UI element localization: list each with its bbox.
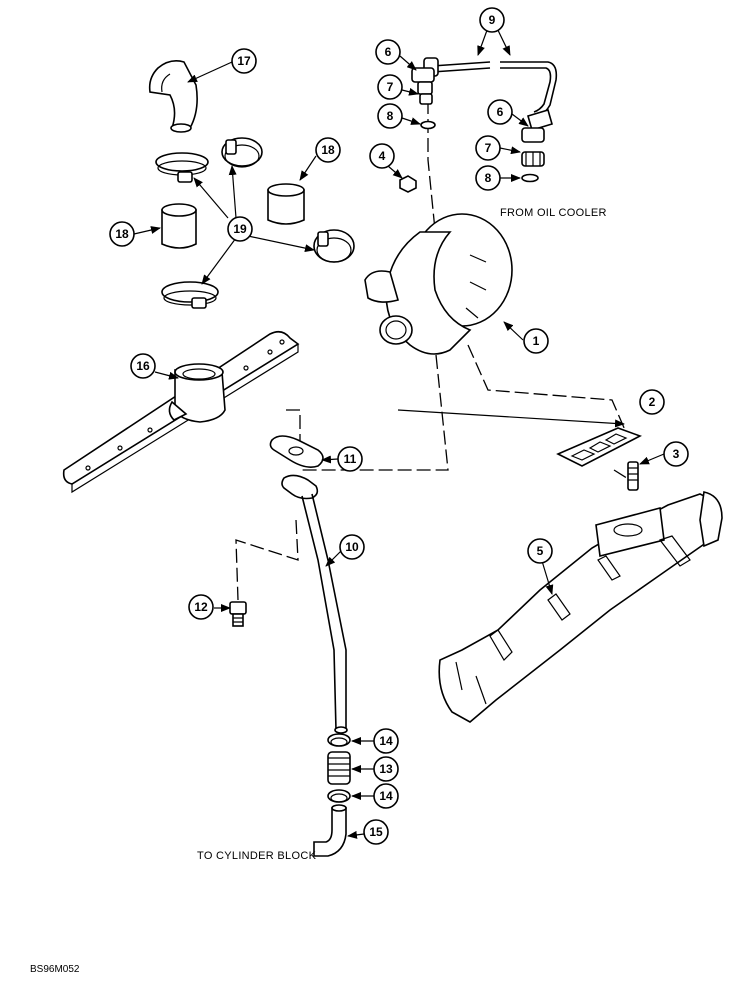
note-from-oil-cooler: FROM OIL COOLER <box>500 207 607 219</box>
elbow-tube-item-15 <box>313 804 347 857</box>
hose-item-13 <box>327 751 351 785</box>
svg-text:16: 16 <box>136 359 150 373</box>
hose-clamp-2 <box>221 137 263 168</box>
callout-3: 3 <box>663 441 689 467</box>
svg-text:11: 11 <box>344 452 357 466</box>
exhaust-gasket <box>556 427 642 467</box>
leader-lines <box>133 21 665 839</box>
svg-text:14: 14 <box>379 789 393 803</box>
nut-item-4 <box>399 175 417 193</box>
svg-text:8: 8 <box>387 109 394 123</box>
turbocharger <box>364 213 513 355</box>
svg-text:9: 9 <box>489 13 496 27</box>
bolt-item-12 <box>229 601 247 627</box>
callout-16: 16 <box>130 353 156 379</box>
svg-text:2: 2 <box>649 395 656 409</box>
callout-10: 10 <box>339 534 365 560</box>
callout-8-right: 8 <box>475 165 501 191</box>
callout-7-right: 7 <box>475 135 501 161</box>
svg-text:7: 7 <box>485 141 492 155</box>
svg-text:18: 18 <box>115 227 129 241</box>
svg-text:3: 3 <box>673 447 680 461</box>
callout-2: 2 <box>639 389 665 415</box>
callout-7-top: 7 <box>377 74 403 100</box>
callout-13: 13 <box>373 756 399 782</box>
elbow-hose <box>148 60 198 133</box>
svg-text:10: 10 <box>345 540 359 554</box>
fitting-top <box>411 67 436 130</box>
callout-11: 11 <box>337 446 363 472</box>
callout-18-right: 18 <box>315 137 341 163</box>
fitting-right <box>521 109 553 183</box>
svg-text:14: 14 <box>379 734 393 748</box>
oil-drain-tube <box>281 474 348 734</box>
callout-14-top: 14 <box>373 728 399 754</box>
gasket-item-11 <box>269 435 324 468</box>
callout-17: 17 <box>231 48 257 74</box>
hose-sleeve-left <box>161 203 197 249</box>
callout-6-top: 6 <box>375 39 401 65</box>
callout-18-left: 18 <box>109 221 135 247</box>
callout-15: 15 <box>363 819 389 845</box>
svg-text:7: 7 <box>387 80 394 94</box>
svg-text:18: 18 <box>321 143 335 157</box>
callout-6-right: 6 <box>487 99 513 125</box>
callout-5: 5 <box>527 538 553 564</box>
svg-text:15: 15 <box>369 825 383 839</box>
exhaust-manifold <box>438 491 723 723</box>
svg-text:12: 12 <box>194 600 208 614</box>
clamp-item-14-bottom <box>327 789 351 803</box>
svg-text:8: 8 <box>485 171 492 185</box>
callout-1: 1 <box>523 328 549 354</box>
svg-text:1: 1 <box>533 334 540 348</box>
svg-text:6: 6 <box>497 105 504 119</box>
hose-clamp-3 <box>313 229 355 263</box>
figure-code: BS96M052 <box>30 964 80 975</box>
svg-text:5: 5 <box>537 544 544 558</box>
callout-12: 12 <box>188 594 214 620</box>
hose-sleeve-right <box>267 183 305 225</box>
stud-item-3 <box>627 461 639 491</box>
alignment-lines <box>235 100 631 601</box>
svg-text:4: 4 <box>379 149 386 163</box>
hose-clamp-1 <box>155 152 209 183</box>
callout-19: 19 <box>227 216 253 242</box>
intake-manifold <box>62 330 300 494</box>
svg-text:13: 13 <box>379 762 393 776</box>
hose-clamp-4 <box>161 281 219 309</box>
svg-text:19: 19 <box>233 222 247 236</box>
callout-4: 4 <box>369 143 395 169</box>
svg-text:6: 6 <box>385 45 392 59</box>
note-to-cylinder-block: TO CYLINDER BLOCK <box>197 850 317 862</box>
callout-8-top: 8 <box>377 103 403 129</box>
callout-14-bottom: 14 <box>373 783 399 809</box>
svg-text:17: 17 <box>237 54 251 68</box>
callout-9: 9 <box>479 7 505 33</box>
clamp-item-14-top <box>327 733 351 747</box>
